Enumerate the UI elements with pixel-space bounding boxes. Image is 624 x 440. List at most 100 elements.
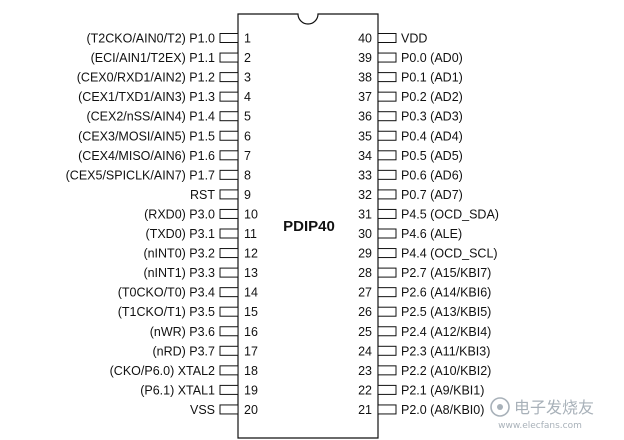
pin-number: 32 bbox=[358, 188, 372, 202]
pin-number: 23 bbox=[358, 364, 372, 378]
pin-lead bbox=[219, 33, 239, 43]
pin-number: 35 bbox=[358, 129, 372, 143]
pin-lead bbox=[377, 228, 397, 239]
pin-row: P0.0 (AD0) 39 bbox=[358, 51, 463, 65]
pin-label: (T2CKO/AIN0/T2) P1.0 bbox=[86, 32, 215, 46]
pin-number: 18 bbox=[244, 364, 258, 378]
pin-label: P2.4 (A12/KBI4) bbox=[401, 325, 491, 339]
pin-lead bbox=[377, 169, 397, 180]
pin-number: 27 bbox=[358, 286, 372, 300]
pin-number: 14 bbox=[244, 286, 258, 300]
pin-label: (P6.1) XTAL1 bbox=[140, 383, 215, 397]
pin-number: 29 bbox=[358, 247, 372, 261]
pin-lead bbox=[377, 111, 397, 122]
pin-lead bbox=[219, 345, 239, 356]
pin-row: (TXD0) P3.1 11 bbox=[146, 227, 257, 241]
pin-number: 40 bbox=[358, 32, 372, 46]
pin-row: P0.5 (AD5)34 bbox=[358, 149, 463, 163]
pin-lead bbox=[377, 248, 397, 259]
pin-lead bbox=[219, 248, 239, 259]
pin-label: VDD bbox=[401, 32, 427, 46]
pin-number: 2 bbox=[244, 51, 251, 65]
pin-number: 15 bbox=[244, 305, 258, 319]
pin-number: 26 bbox=[358, 305, 372, 319]
pin-row: RST 9 bbox=[190, 188, 251, 202]
pin-label: P2.0 (A8/KBI0) bbox=[401, 403, 484, 417]
pin-row: VDD 40 bbox=[358, 32, 427, 46]
pin-row: P0.2 (AD2) 37 bbox=[358, 90, 463, 104]
pin-label: P0.5 (AD5) bbox=[401, 149, 463, 163]
pin-lead bbox=[377, 287, 397, 298]
pin-lead bbox=[219, 326, 239, 337]
pin-label: (CEX1/TXD1/AIN3) P1.3 bbox=[78, 90, 215, 104]
pin-number: 11 bbox=[244, 227, 257, 241]
pin-lead bbox=[219, 130, 239, 141]
pin-number: 22 bbox=[358, 383, 372, 397]
pin-label: P0.0 (AD0) bbox=[401, 51, 463, 65]
pin-lead bbox=[219, 228, 239, 239]
pin-lead bbox=[219, 208, 239, 219]
pin-number: 12 bbox=[244, 247, 258, 261]
pin-number: 24 bbox=[358, 344, 372, 358]
pin-lead bbox=[377, 52, 397, 63]
pin-number: 39 bbox=[358, 51, 372, 65]
pin-label: (nINT0) P3.2 bbox=[143, 247, 215, 261]
pin-label: (T1CKO/T1) P3.5 bbox=[118, 305, 215, 319]
pin-label: RST bbox=[190, 188, 215, 202]
pin-number: 30 bbox=[358, 227, 372, 241]
pin-label: P2.3 (A11/KBI3) bbox=[401, 344, 490, 358]
pin-number: 10 bbox=[244, 207, 258, 221]
pin-row: P2.2 (A10/KBI2)23 bbox=[358, 364, 491, 378]
pin-label: P2.6 (A14/KBI6) bbox=[401, 286, 491, 300]
pin-label: VSS bbox=[190, 403, 215, 417]
pin-label: P2.7 (A15/KBI7) bbox=[401, 266, 491, 280]
pin-label: P4.5 (OCD_SDA) bbox=[401, 207, 499, 221]
pin-number: 21 bbox=[358, 403, 372, 417]
pin-row: P2.6 (A14/KBI6) 27 bbox=[358, 286, 491, 300]
pin-number: 31 bbox=[358, 207, 372, 221]
pin-lead bbox=[219, 111, 239, 122]
pin-label: P0.7 (AD7) bbox=[401, 188, 463, 202]
pin-number: 37 bbox=[358, 90, 372, 104]
pin-row: P4.5 (OCD_SDA) 31 bbox=[358, 207, 499, 221]
pin-row: P4.4 (OCD_SCL)29 bbox=[358, 247, 497, 261]
pin-row: (CEX4/MISO/AIN6) P1.6 7 bbox=[78, 149, 251, 163]
pin-number: 9 bbox=[244, 188, 251, 202]
pin-number: 28 bbox=[358, 266, 372, 280]
pin-label: P0.6 (AD6) bbox=[401, 168, 463, 182]
pin-number: 19 bbox=[244, 383, 258, 397]
pin-row: P0.4 (AD4) 35 bbox=[358, 129, 463, 143]
pin-label: P0.3 (AD3) bbox=[401, 110, 463, 124]
pin-label: (ECI/AIN1/T2EX) P1.1 bbox=[91, 51, 215, 65]
pin-lead bbox=[377, 33, 397, 43]
pin-lead bbox=[219, 404, 239, 415]
pin-number: 3 bbox=[244, 71, 251, 85]
pin-row: (T1CKO/T1) P3.5 15 bbox=[118, 305, 258, 319]
pin-number: 36 bbox=[358, 110, 372, 124]
pin-label: P0.4 (AD4) bbox=[401, 129, 463, 143]
chip-body-group: PDIP40 bbox=[237, 13, 379, 439]
pin-lead bbox=[219, 52, 239, 63]
pin-lead bbox=[219, 189, 239, 200]
pin-row: P0.6 (AD6)33 bbox=[358, 168, 463, 182]
pin-lead bbox=[377, 208, 397, 219]
pin-label: (nINT1) P3.3 bbox=[143, 266, 215, 280]
pin-label: (TXD0) P3.1 bbox=[146, 227, 216, 241]
pin-row: P2.1 (A9/KBI1)22 bbox=[358, 383, 484, 397]
pin-number: 16 bbox=[244, 325, 258, 339]
pin-lead bbox=[219, 287, 239, 298]
pin-lead bbox=[377, 365, 397, 376]
pin-row: P2.4 (A12/KBI4)25 bbox=[358, 325, 491, 339]
pin-number: 7 bbox=[244, 149, 251, 163]
pin-lead bbox=[219, 384, 239, 395]
pin-label: (CEX4/MISO/AIN6) P1.6 bbox=[78, 149, 215, 163]
pin-lead bbox=[219, 91, 239, 102]
pin-number: 4 bbox=[244, 90, 251, 104]
pin-label: P0.2 (AD2) bbox=[401, 90, 463, 104]
watermark-logo-icon bbox=[490, 397, 510, 417]
watermark-text: 电子发烧友 bbox=[514, 398, 594, 417]
